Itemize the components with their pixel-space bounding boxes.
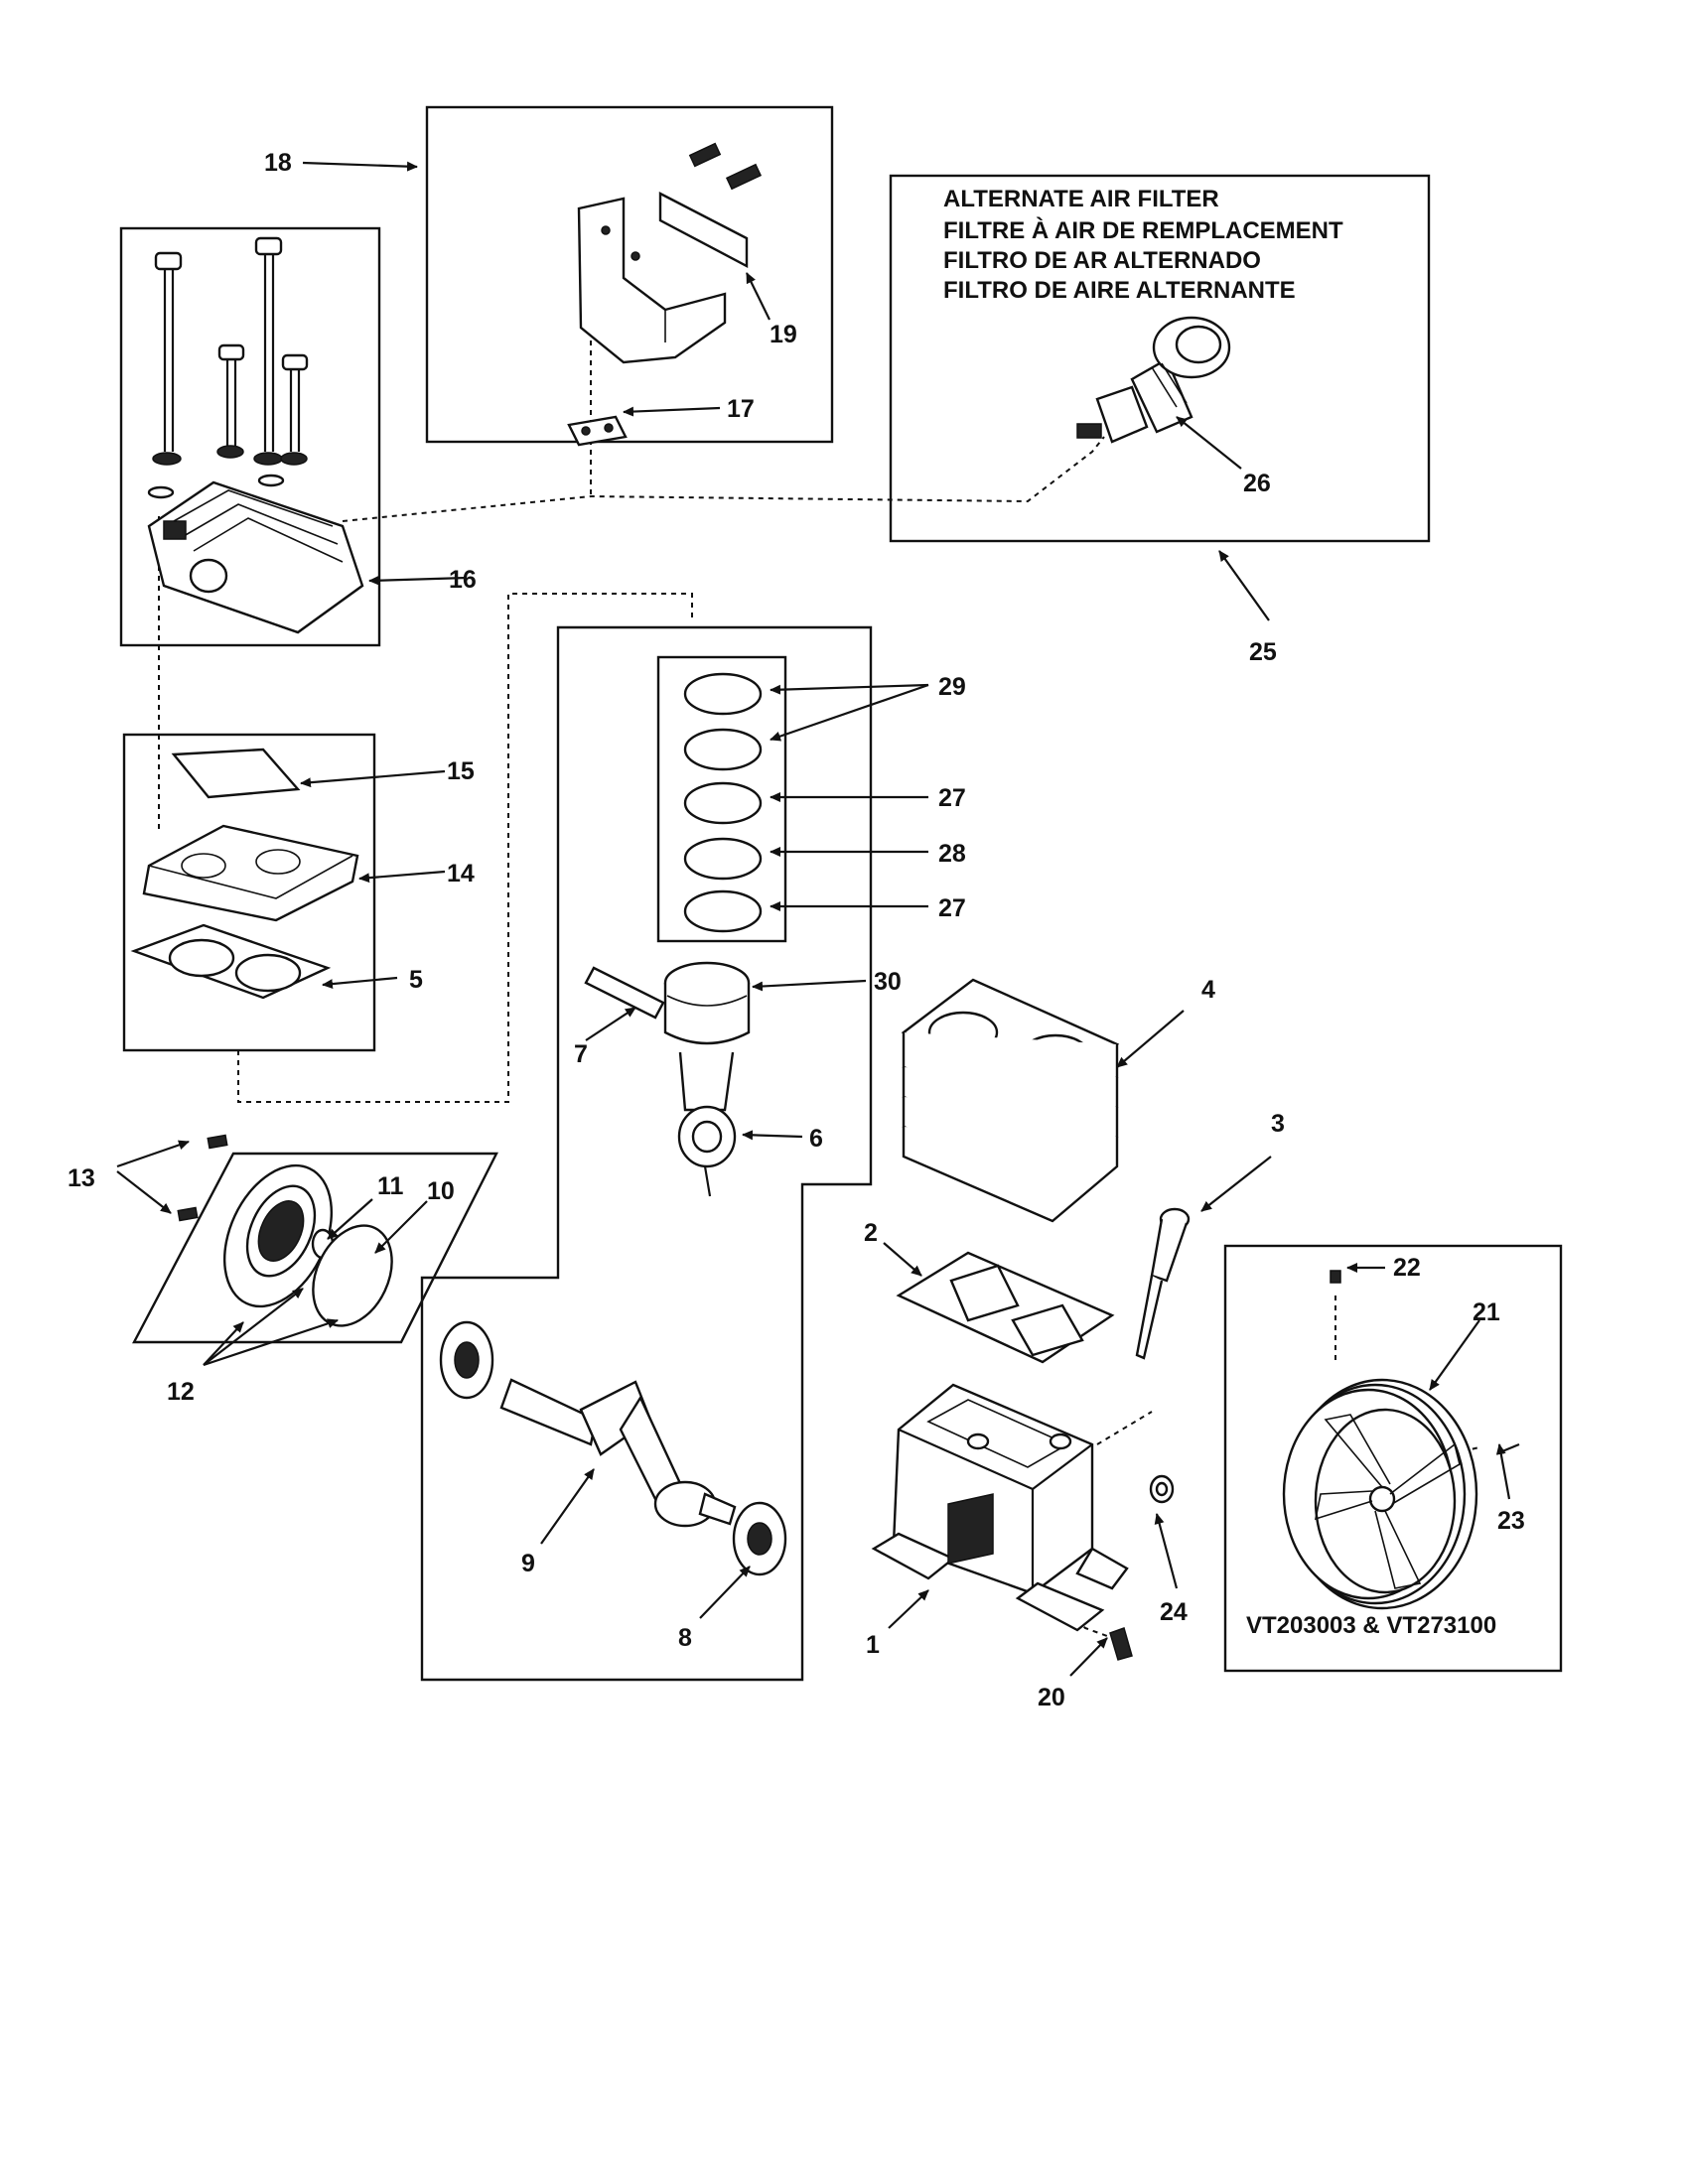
callout-19: 19: [770, 321, 797, 348]
callout-5: 5: [409, 966, 423, 994]
callout-11: 11: [377, 1172, 404, 1200]
dashed-connectors: [158, 251, 1480, 1637]
callout-27-lower: 27: [938, 894, 966, 922]
callout-23: 23: [1497, 1507, 1525, 1535]
alternate-filter: [1076, 316, 1231, 444]
piston-rod: [584, 961, 751, 1197]
cylinder-head: [147, 236, 364, 634]
outlet-bracket: [567, 142, 763, 447]
valve-plate-box: [122, 733, 376, 1052]
cylinder: [901, 978, 1120, 1223]
callout-3: 3: [1271, 1110, 1285, 1138]
callout-16: 16: [449, 566, 477, 594]
frames: [119, 105, 1563, 1682]
pulley-caption: VT203003 & VT273100: [1246, 1612, 1496, 1639]
filter-heading-en: ALTERNATE AIR FILTER: [943, 186, 1219, 212]
callout-2: 2: [864, 1219, 878, 1247]
breather-tube: [1135, 1207, 1191, 1360]
pulley-box: [1223, 1244, 1563, 1673]
callout-24: 24: [1160, 1598, 1188, 1626]
crankcase: [871, 1383, 1129, 1632]
callout-labels: 18 19 17 26 25 16 15 14 5 29 27 28 27 30…: [68, 149, 1525, 1711]
callout-13: 13: [68, 1164, 95, 1192]
callout-9: 9: [521, 1550, 535, 1577]
filter-heading-es: FILTRO DE AIRE ALTERNANTE: [943, 277, 1296, 304]
callout-14: 14: [447, 860, 475, 887]
callout-21: 21: [1473, 1298, 1500, 1326]
callout-15: 15: [447, 757, 475, 785]
ring-box: [656, 655, 787, 943]
filter-heading-fr: FILTRE À AIR DE REMPLACEMENT: [943, 216, 1343, 244]
alternate-filter-heading: ALTERNATE AIR FILTER FILTRE À AIR DE REM…: [943, 186, 1343, 304]
callout-17: 17: [727, 395, 755, 423]
callout-30: 30: [874, 968, 902, 996]
callout-26: 26: [1243, 470, 1271, 497]
callout-29: 29: [938, 673, 966, 701]
callout-10: 10: [427, 1177, 455, 1205]
callout-27-upper: 27: [938, 784, 966, 812]
filter-heading-pt: FILTRO DE AR ALTERNADO: [943, 247, 1261, 274]
leader-arrows: [116, 161, 1511, 1677]
callout-28: 28: [938, 840, 966, 868]
head-box: [119, 226, 381, 647]
washer-hole: [1155, 1481, 1169, 1497]
pulley: [1282, 1270, 1520, 1610]
callout-22: 22: [1393, 1254, 1421, 1282]
crankshaft: [439, 1320, 787, 1576]
callout-4: 4: [1201, 976, 1215, 1004]
callout-12: 12: [167, 1378, 195, 1406]
alternate-filter-box: [889, 174, 1431, 543]
callout-8: 8: [678, 1624, 692, 1652]
callout-6: 6: [809, 1125, 823, 1153]
valve-plate-assembly: [130, 748, 359, 1000]
callout-7: 7: [574, 1040, 588, 1068]
end-cover-box: [132, 1152, 498, 1344]
outlet-box: [425, 105, 834, 444]
piston-rings: [683, 672, 763, 933]
callout-1: 1: [866, 1631, 880, 1659]
cylinder-gasket: [896, 1251, 1115, 1364]
callout-20: 20: [1038, 1684, 1065, 1711]
drain-plug: [1109, 1627, 1133, 1661]
end-cover: [177, 1134, 393, 1327]
callout-25: 25: [1249, 638, 1277, 666]
callout-18: 18: [264, 149, 292, 177]
